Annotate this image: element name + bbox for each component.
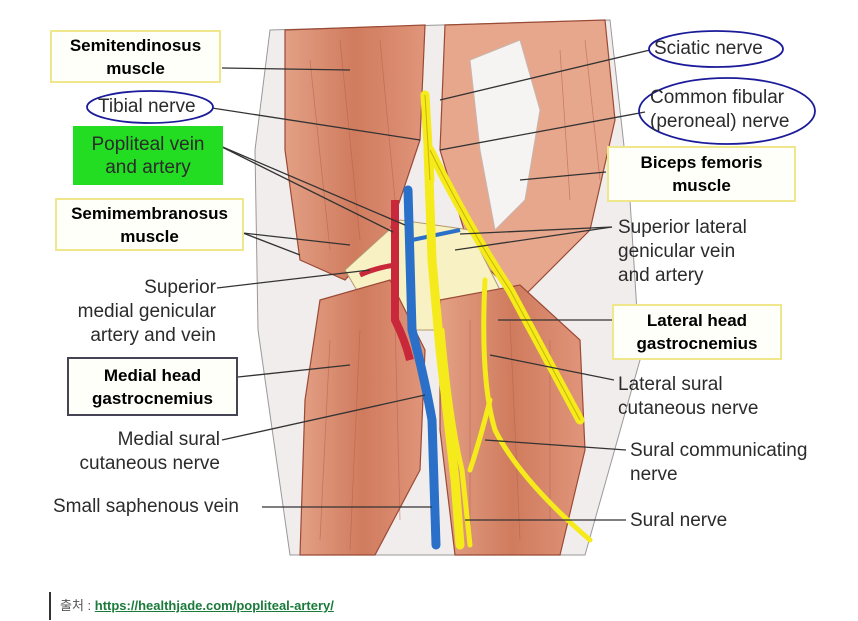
sural-communicating-nerve — [467, 397, 493, 473]
sural-nerve-label: Sural nerve — [630, 510, 728, 531]
small-saphenous-label: Small saphenous vein — [53, 496, 239, 517]
common-fibular-oval — [638, 77, 816, 145]
sural-communicating-label: Sural communicating nerve — [630, 440, 808, 485]
superior-medial-genicular-artery — [358, 262, 396, 278]
superior-lateral-genicular-vein — [411, 228, 461, 242]
medial-sural-label: Medial sural cutaneous nerve — [79, 429, 221, 474]
source-link[interactable]: https://healthjade.com/popliteal-artery/ — [94, 598, 334, 613]
superior-medial-genicular-label: Superior medial genicular artery and vei… — [77, 277, 216, 346]
sciatic-nerve-label: Sciatic nerve — [654, 38, 763, 59]
source-prefix: 출처 : — [60, 598, 95, 613]
common-fibular-label: Common fibular (peroneal) nerve — [650, 87, 790, 132]
biceps-highlight — [469, 39, 541, 232]
sciatic-nerve-oval — [648, 30, 784, 68]
tibial-nerve — [423, 145, 465, 550]
lateral-sural-label: Lateral sural cutaneous nerve — [618, 374, 759, 419]
popliteal-fossa-illustration — [86, 19, 816, 556]
tibial-nerve-label: Tibial nerve — [98, 96, 196, 117]
superior-lateral-genicular-label: Superior lateral genicular vein and arte… — [618, 217, 747, 286]
medial-sural-cutaneous-nerve — [439, 327, 473, 548]
lateral-sural-cutaneous-nerve — [481, 277, 593, 543]
tibial-nerve-oval — [86, 90, 214, 124]
annotation-ovals — [86, 30, 816, 145]
popliteal-artery — [390, 199, 414, 361]
leader-lines — [211, 49, 651, 521]
source-caption: 출처 : https://healthjade.com/popliteal-ar… — [49, 592, 334, 620]
popliteal-vein — [403, 185, 441, 550]
